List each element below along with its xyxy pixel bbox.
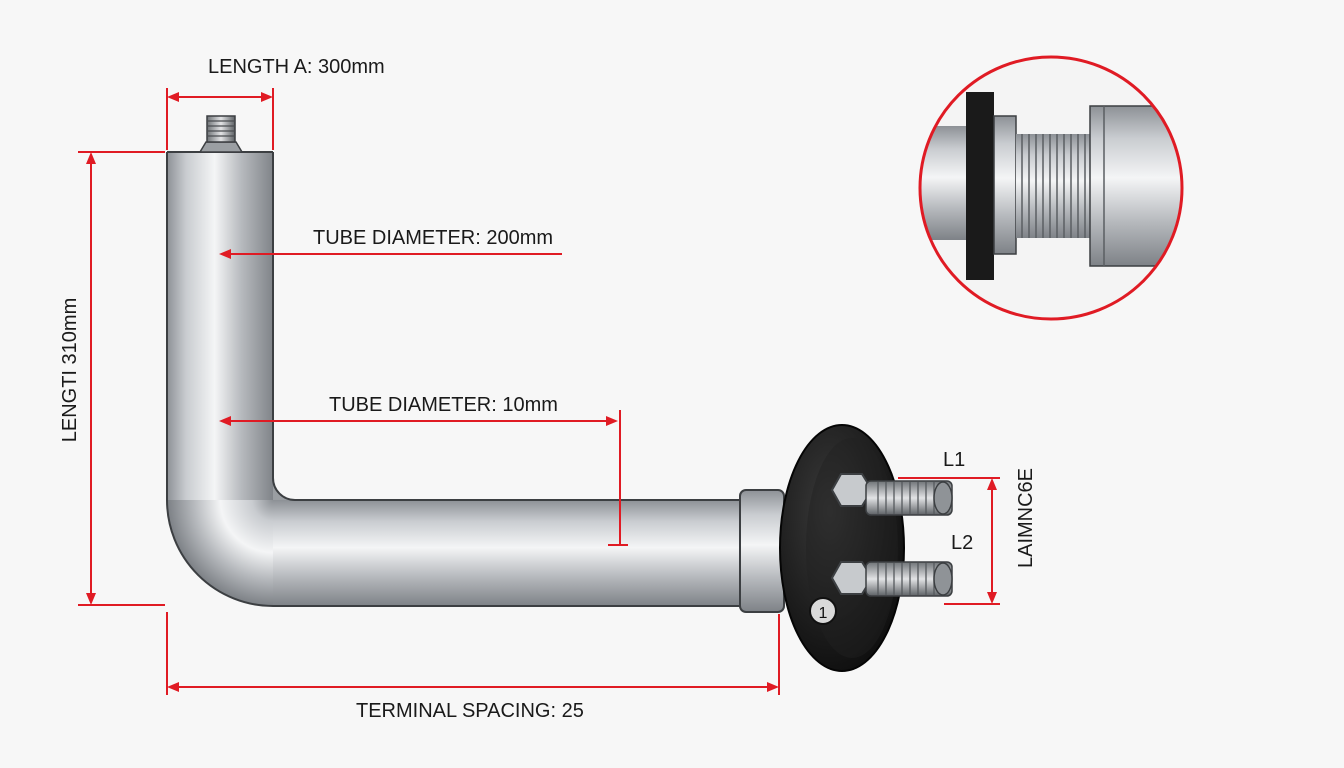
dimension-length-vertical <box>78 151 165 606</box>
flange-mark-label: 1 <box>819 605 828 622</box>
label-length-vertical: LENGTI 310mm <box>59 297 81 443</box>
leader-tube-diameter-mid <box>219 410 628 546</box>
tube-collar <box>739 489 785 613</box>
label-tube-diameter-mid: TUBE DIAMETER: 10mm <box>329 394 558 416</box>
label-terminal-l2: L2 <box>951 532 974 554</box>
heating-tube <box>166 115 785 613</box>
detail-zoom-view <box>918 55 1184 321</box>
dimension-length-a <box>166 88 274 150</box>
tube-vertical-section <box>167 152 273 500</box>
label-length-a: LENGTH A: 300mm <box>208 56 385 78</box>
tube-horizontal-section <box>273 500 751 606</box>
tube-bend <box>167 500 273 606</box>
mounting-flange <box>779 424 905 672</box>
flange-mark-circle <box>809 597 837 625</box>
dimension-terminal-spacing <box>166 612 780 695</box>
label-right-vertical: LAIMNC6E <box>1015 467 1037 569</box>
label-terminal-spacing: TERMINAL SPACING: 25 <box>356 700 584 722</box>
tube-inner-corner <box>273 478 295 500</box>
label-tube-diameter-top: TUBE DIAMETER: 200mm <box>313 227 554 249</box>
leader-tube-diameter-top <box>219 249 562 259</box>
dimension-lines <box>78 88 1000 695</box>
label-terminal-l1: L1 <box>943 449 966 471</box>
dimension-terminal-height <box>898 477 1000 605</box>
terminal-l1-stud <box>830 473 953 516</box>
terminal-l2-stud <box>830 561 953 597</box>
top-terminal-stud <box>198 115 244 153</box>
